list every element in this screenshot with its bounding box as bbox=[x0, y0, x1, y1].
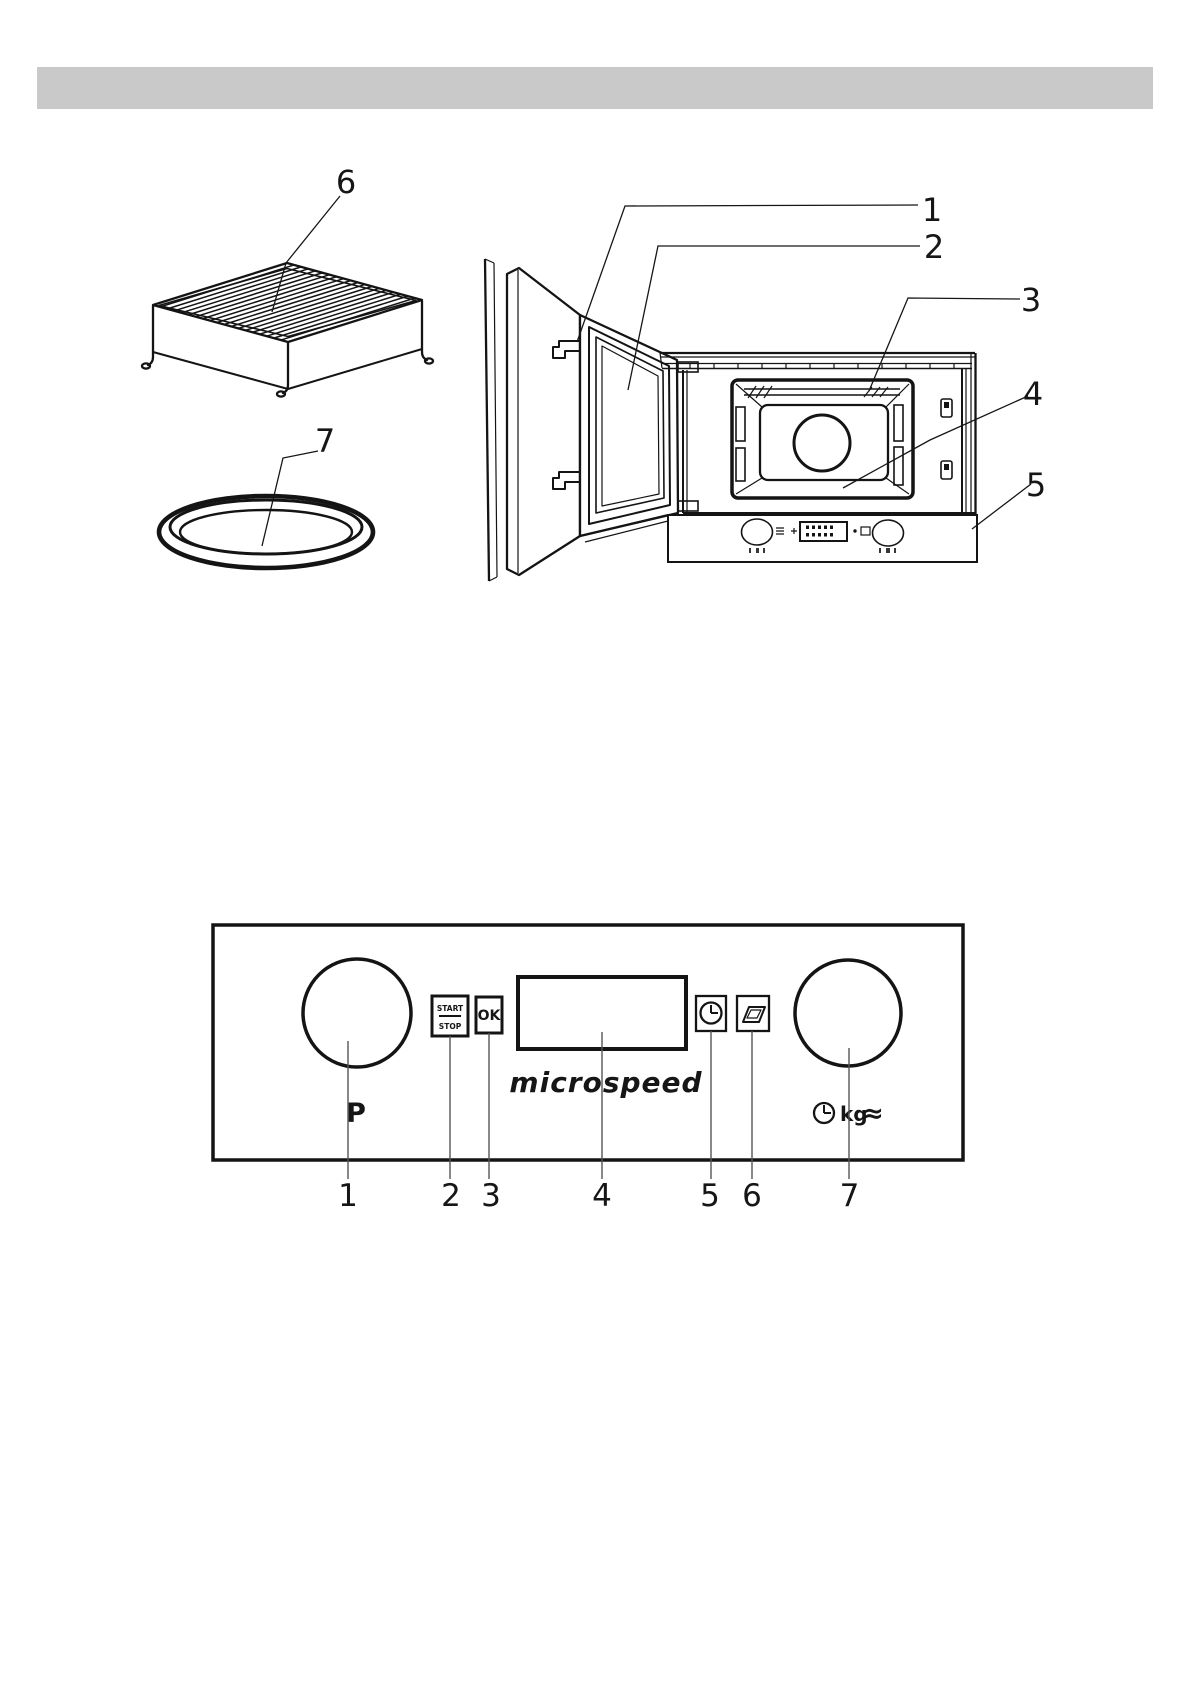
callout-leader-3 bbox=[868, 297, 1021, 392]
mini-knob-captions bbox=[749, 548, 896, 553]
selector-legend: kg ≈ bbox=[812, 1099, 884, 1129]
door-glass bbox=[595, 336, 665, 514]
kg-label: kg bbox=[840, 1102, 868, 1126]
cavity-slot bbox=[735, 406, 746, 442]
panel-number-1: 1 bbox=[338, 1178, 358, 1214]
cavity-opening bbox=[730, 378, 915, 500]
brand-text: microspeed bbox=[509, 1066, 702, 1099]
callout-label-3: 3 bbox=[1021, 281, 1041, 319]
panel-number-3: 3 bbox=[481, 1178, 501, 1214]
panel-number-leaders bbox=[347, 1031, 850, 1179]
microwave-diagram: 1 2 3 4 5 bbox=[483, 191, 1046, 582]
rack-wires bbox=[159, 264, 416, 341]
door-inner-face bbox=[578, 313, 680, 538]
callout-label-6: 6 bbox=[336, 163, 356, 201]
callout-label-1: 1 bbox=[922, 191, 942, 229]
rack-legs bbox=[140, 299, 435, 398]
panel-number-4: 4 bbox=[592, 1178, 612, 1214]
callout-leader-7 bbox=[261, 450, 319, 547]
knob-p-label: P bbox=[346, 1098, 366, 1129]
panel-numbers: 1 2 3 4 5 6 7 bbox=[338, 1178, 859, 1214]
hinge-top bbox=[677, 361, 699, 373]
cavity-floor bbox=[758, 403, 890, 482]
control-panel-diagram: START STOP OK microspeed P kg ≈ bbox=[211, 923, 965, 1214]
callout-label-7: 7 bbox=[315, 422, 335, 460]
stop-label: STOP bbox=[439, 1022, 462, 1031]
grill-icon bbox=[742, 1006, 766, 1023]
latch-receiver-bottom bbox=[940, 460, 953, 480]
power-knob bbox=[301, 957, 413, 1069]
callout-label-4: 4 bbox=[1023, 375, 1043, 413]
vent-slots bbox=[689, 364, 955, 369]
panel-number-6: 6 bbox=[742, 1178, 762, 1214]
oven-callouts: 1 2 3 4 5 bbox=[576, 191, 1046, 530]
callout-label-2: 2 bbox=[924, 228, 944, 266]
oven-front-frame bbox=[682, 370, 975, 514]
turntable-circle bbox=[792, 413, 852, 473]
mini-buttons-left bbox=[776, 527, 797, 535]
callout-leader-5 bbox=[971, 483, 1032, 530]
glass-tray-diagram: 7 bbox=[156, 422, 376, 571]
latch-receiver-top bbox=[940, 398, 953, 418]
tray-rim-outer bbox=[156, 493, 376, 571]
defrost-waves-icon: ≈ bbox=[862, 1099, 884, 1129]
grill-button bbox=[735, 994, 771, 1033]
panel-number-5: 5 bbox=[700, 1178, 720, 1214]
callout-leader-2 bbox=[627, 245, 920, 391]
door-window-frame bbox=[588, 326, 671, 525]
callout-leader-4 bbox=[842, 395, 1029, 489]
oven-top-trim bbox=[659, 351, 975, 370]
grill-rack-diagram: 6 bbox=[140, 163, 435, 398]
cavity-slot bbox=[893, 404, 904, 442]
mini-buttons-right bbox=[860, 526, 871, 536]
mini-control-panel bbox=[667, 514, 978, 563]
display-window bbox=[516, 975, 688, 1051]
door-hook-top bbox=[552, 340, 581, 359]
callout-label-5: 5 bbox=[1026, 466, 1046, 504]
start-label: START bbox=[437, 1004, 464, 1013]
header-bar bbox=[37, 67, 1153, 109]
mini-display bbox=[799, 521, 848, 542]
clock-icon bbox=[699, 1001, 723, 1025]
selector-knob bbox=[793, 958, 903, 1068]
mini-dot bbox=[853, 529, 857, 533]
oven-cavity bbox=[730, 378, 915, 500]
tray-base bbox=[178, 508, 354, 556]
mini-display-digits bbox=[806, 525, 833, 537]
mini-knob-right bbox=[871, 519, 905, 547]
door-hook-bottom bbox=[552, 471, 581, 490]
mini-knob-left bbox=[740, 518, 774, 546]
cavity-slot bbox=[735, 447, 746, 482]
oven-door bbox=[505, 266, 699, 577]
hinge-bottom bbox=[677, 500, 699, 512]
cavity-slot bbox=[893, 446, 904, 486]
ok-label: OK bbox=[478, 1008, 502, 1024]
panel-number-2: 2 bbox=[441, 1178, 461, 1214]
panel-outline bbox=[211, 923, 965, 1162]
door-glass-inner bbox=[601, 345, 660, 507]
clock-icon-small bbox=[812, 1101, 836, 1125]
panel-number-7: 7 bbox=[840, 1178, 860, 1214]
cabinet-wall bbox=[483, 258, 498, 582]
callout-leader-6 bbox=[271, 195, 341, 313]
callout-leader-1 bbox=[576, 204, 919, 343]
